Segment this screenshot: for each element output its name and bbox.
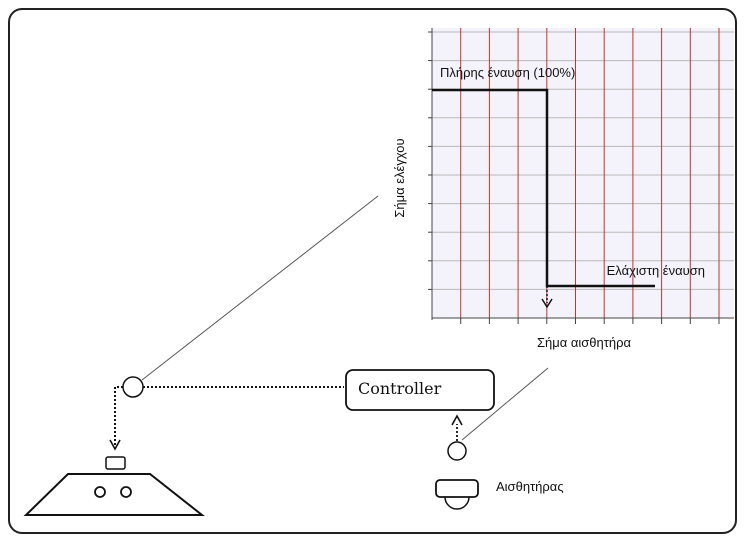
sensor-icon — [435, 479, 479, 510]
controller-label: Controller — [358, 379, 442, 398]
sensor-dome — [444, 496, 470, 510]
min-open-label: Ελάχιστη έναυση — [607, 263, 705, 278]
down-arrow-icon — [541, 298, 553, 309]
valve-signal-node — [122, 376, 144, 398]
valve-signal-line — [114, 386, 123, 445]
response-graph: Πλήρης έναυση (100%) Ελάχιστη έναυση Σήμ… — [392, 28, 734, 350]
full-open-label: Πλήρης έναυση (100%) — [440, 65, 575, 80]
damper-port-right — [120, 486, 132, 498]
step-response-line — [432, 88, 655, 288]
sensor-leader-line — [461, 367, 549, 441]
controller-frame — [345, 369, 495, 411]
damper-icon — [23, 456, 205, 516]
sensor-signal-node — [447, 441, 467, 461]
sensor-housing — [435, 479, 479, 498]
sensor-label: Αισθητήρας — [496, 479, 564, 494]
damper-port-left — [94, 486, 106, 498]
graph-grid — [432, 28, 734, 318]
damper-body — [23, 473, 205, 516]
controller-box: Controller — [345, 369, 495, 411]
valve-leader-line — [141, 195, 379, 381]
axis-ticks — [428, 31, 720, 324]
x-axis-label: Σήμα αισθητήρα — [537, 335, 632, 350]
actuator-box — [105, 456, 126, 470]
up-arrow-icon — [451, 414, 463, 426]
y-axis-label: Σήμα ελέγχου — [392, 138, 407, 217]
valve-arrow-icon — [109, 439, 121, 451]
graph-background — [432, 28, 734, 318]
